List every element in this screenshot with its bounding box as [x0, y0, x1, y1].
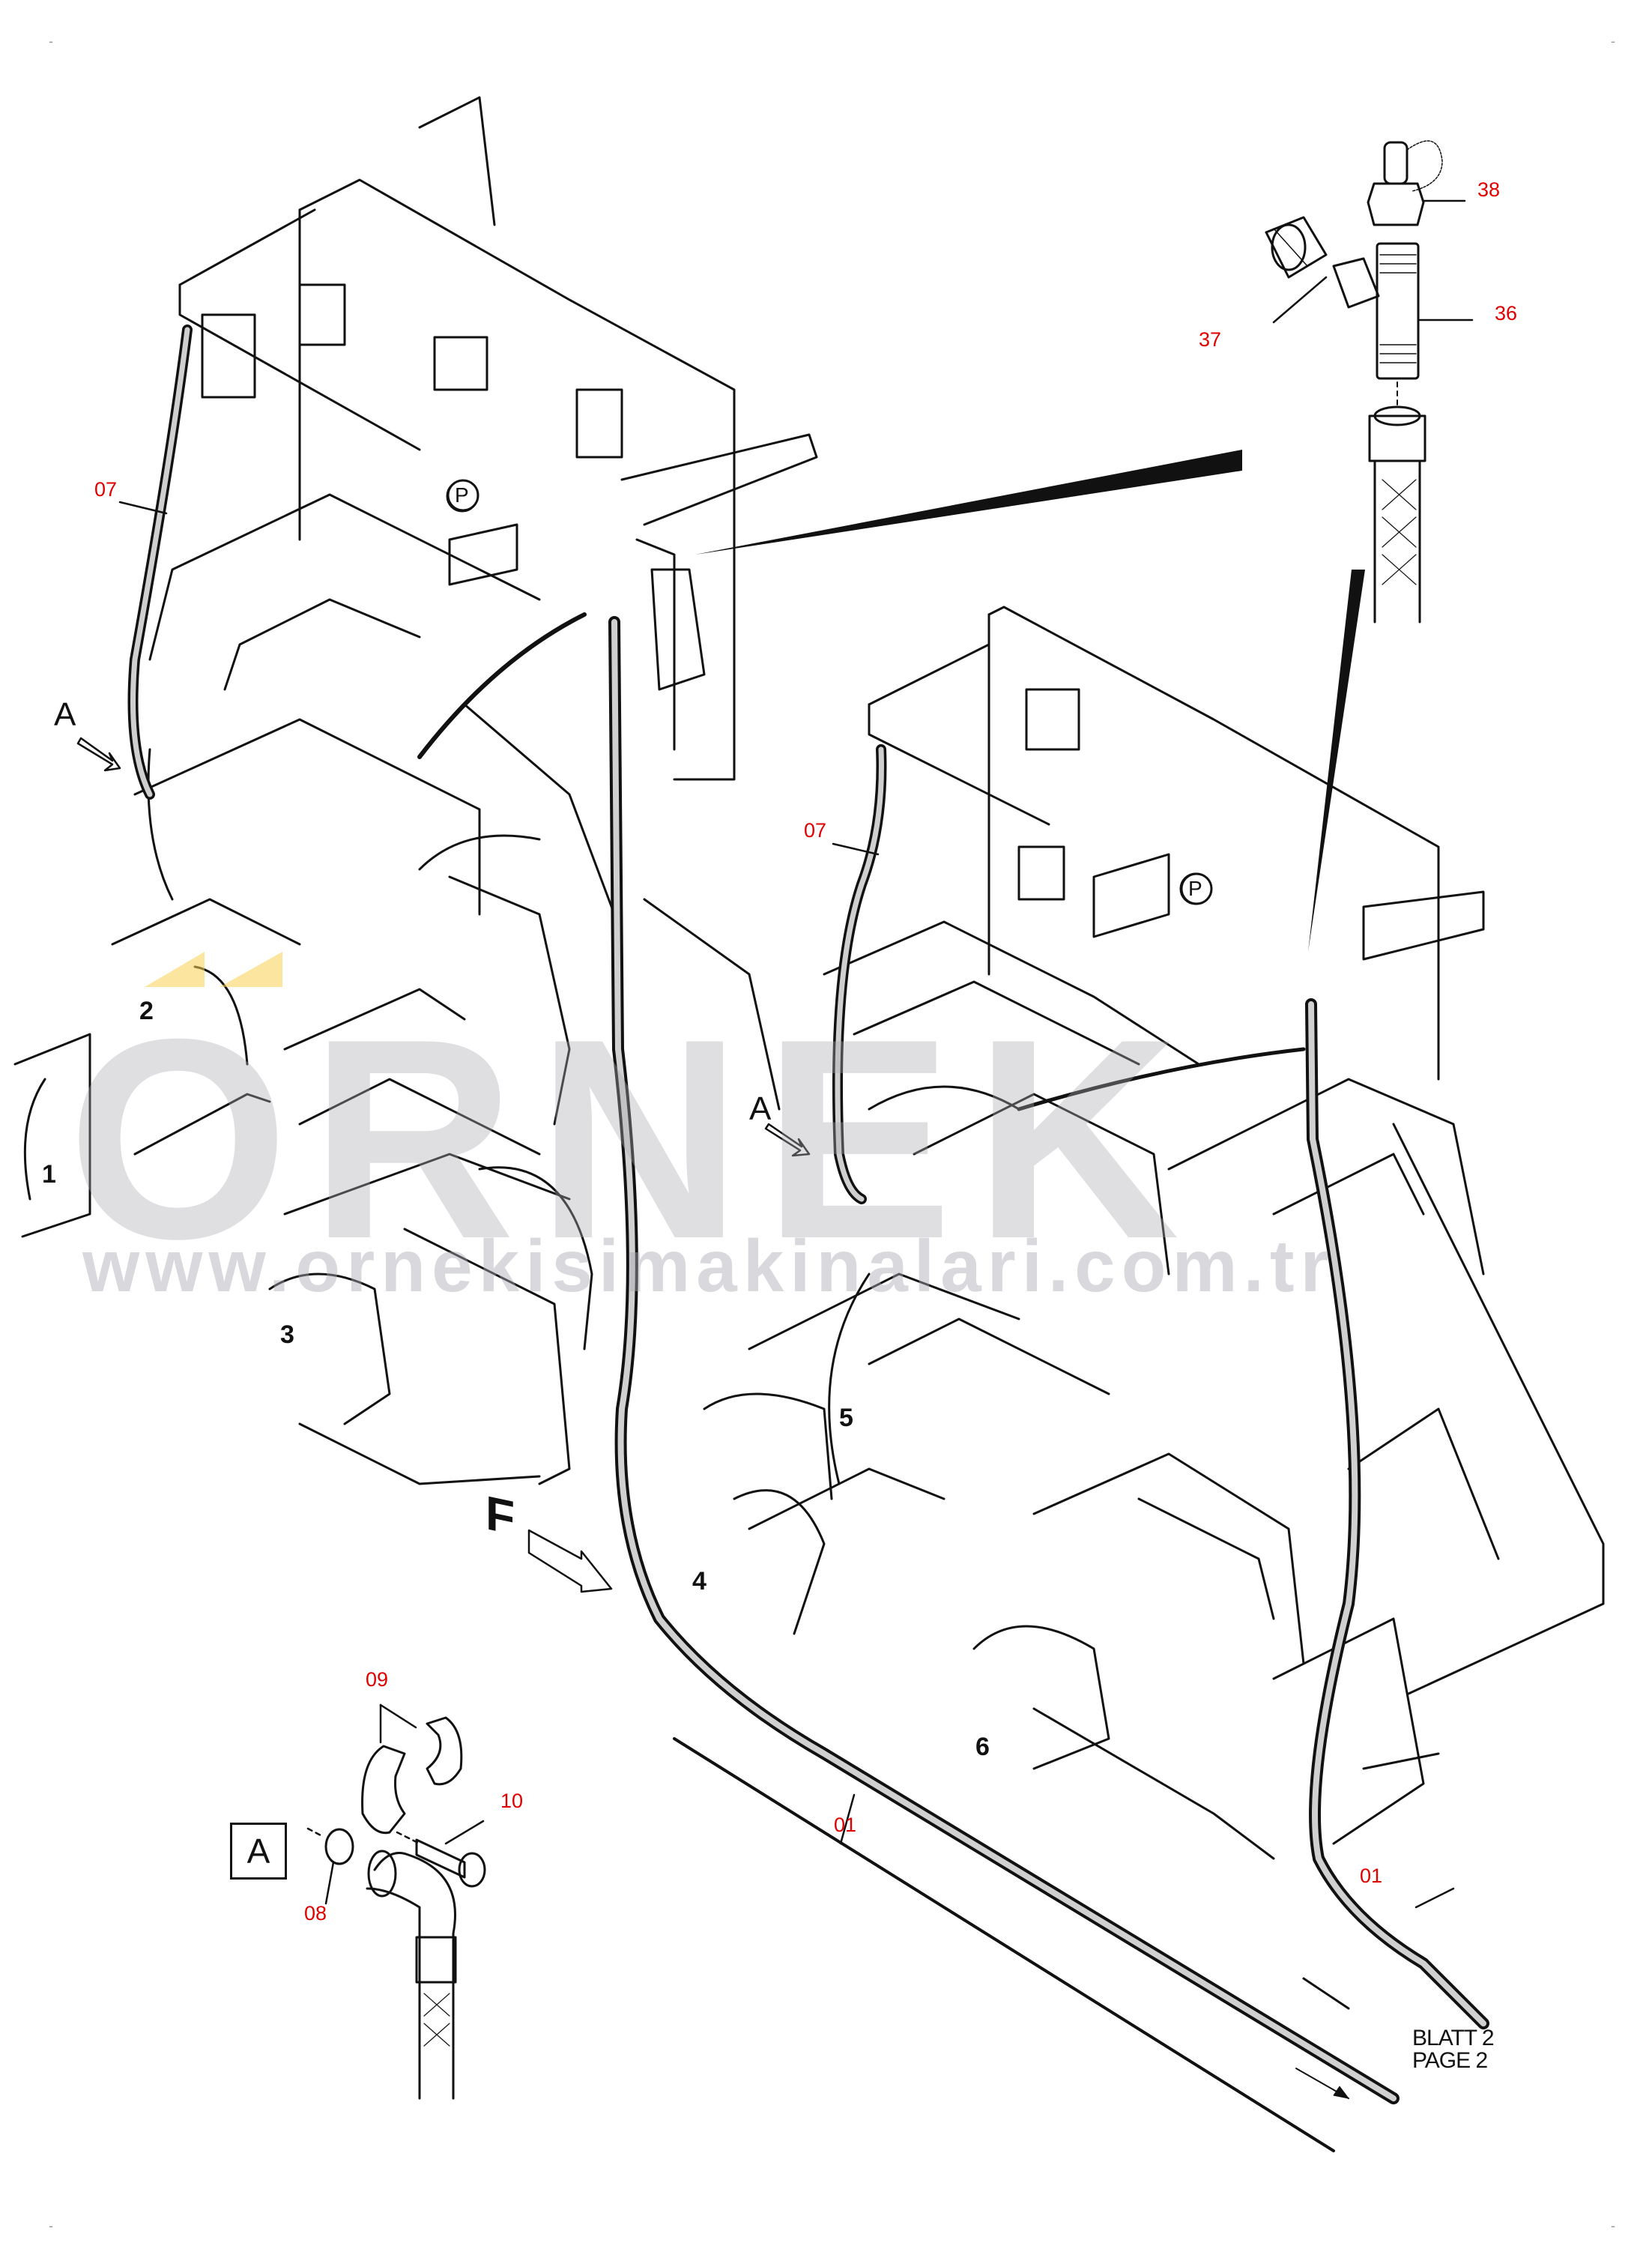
callout-36: 36 — [1495, 302, 1518, 324]
pressure-label-right: P — [1188, 877, 1202, 900]
callout-07-left: 07 — [94, 478, 118, 501]
hose-07-left — [127, 324, 193, 800]
position-4: 4 — [692, 1567, 707, 1596]
hose-connector-left — [417, 612, 587, 759]
page-reference-page: PAGE 2 — [1412, 2048, 1488, 2073]
left-valve-assembly — [13, 96, 818, 1485]
direction-arrow-f — [527, 1529, 613, 1593]
callout-01-mid: 01 — [834, 1814, 857, 1836]
detail-a-box: A — [230, 1823, 287, 1880]
leader-lines — [118, 199, 1474, 1909]
flow-arrow — [1295, 2068, 1349, 2099]
flange-elbow — [366, 1850, 457, 2100]
corner-mark-tl: - — [49, 34, 53, 49]
fitting-36-tee — [1332, 242, 1420, 380]
direction-marker-f: F — [485, 1485, 515, 1546]
callout-37: 37 — [1199, 328, 1222, 351]
fitting-37 — [1265, 216, 1328, 279]
position-2: 2 — [139, 997, 154, 1025]
position-1: 1 — [42, 1160, 56, 1189]
page-reference: BLATT 2 PAGE 2 — [1412, 2026, 1495, 2073]
pressure-port-left — [447, 479, 479, 512]
right-valve-assembly — [703, 606, 1605, 1860]
detail-hose-end — [1368, 381, 1426, 624]
callout-08: 08 — [304, 1902, 327, 1925]
hose-07-right — [832, 744, 887, 1204]
page-reference-blatt: BLATT 2 — [1412, 2026, 1495, 2050]
detail-pointer-upper — [695, 450, 1242, 555]
pressure-port-right — [1180, 872, 1213, 905]
hose-01-main — [608, 616, 1400, 2152]
position-6: 6 — [975, 1733, 990, 1761]
view-marker-a-right: A — [749, 1090, 772, 1127]
callout-38: 38 — [1477, 178, 1501, 201]
view-arrow-a-right — [764, 1123, 811, 1157]
view-marker-a-left: A — [54, 696, 76, 733]
position-3: 3 — [280, 1320, 294, 1349]
pressure-label-left: P — [455, 483, 469, 507]
fitting-38 — [1367, 140, 1443, 226]
clamp-09 — [361, 1716, 463, 1835]
corner-mark-bl: - — [49, 2218, 53, 2233]
callout-01-right: 01 — [1360, 1865, 1383, 1887]
position-5: 5 — [839, 1404, 853, 1432]
corner-mark-br: - — [1611, 2218, 1615, 2233]
callout-09: 09 — [366, 1668, 389, 1691]
hose-01-right — [1302, 998, 1489, 2029]
hose-connector-right — [1017, 1047, 1306, 1111]
oring-08 — [324, 1828, 354, 1865]
view-arrow-a-left — [76, 737, 121, 772]
callout-07-right: 07 — [804, 819, 827, 842]
highlight-mark — [220, 952, 282, 987]
highlight-mark — [145, 952, 205, 987]
detail-pointer-lower — [1308, 570, 1365, 952]
bolt-10 — [415, 1838, 486, 1888]
callout-10: 10 — [500, 1790, 524, 1812]
corner-mark-tr: - — [1611, 34, 1615, 49]
